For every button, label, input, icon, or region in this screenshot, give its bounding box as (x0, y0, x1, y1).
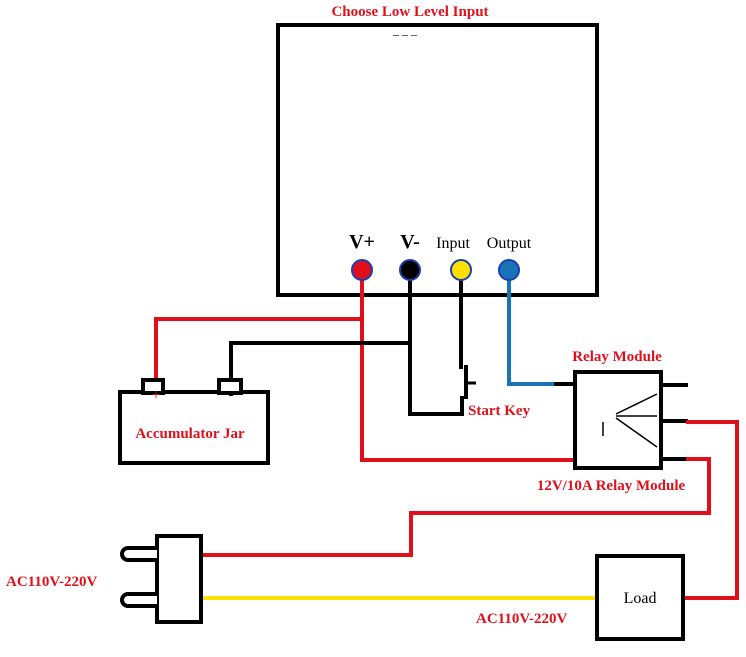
terminal-output-dot (498, 259, 520, 281)
terminal-input-dot (450, 259, 472, 281)
load-supply-label: AC110V-220V (476, 611, 568, 627)
plug-prong-top (120, 546, 157, 562)
load-box (595, 554, 685, 641)
ac-plug (155, 534, 203, 624)
display-dashes: _ _ _ (392, 23, 418, 37)
terminal-vminus-label: V- (400, 231, 420, 253)
relay-contact-upper (615, 393, 658, 415)
controller-box (276, 23, 599, 297)
relay-contact-lower (615, 417, 658, 448)
wire-relay-to-load (681, 420, 739, 600)
start-key-label: Start Key (468, 403, 531, 419)
load-label: Load (624, 590, 657, 607)
terminal-vplus-dot (351, 259, 373, 281)
battery-body (118, 390, 270, 465)
battery-plus-label: + (151, 387, 160, 404)
plug-prong-bottom (120, 592, 157, 608)
wire-vminus-to-battery (229, 268, 412, 387)
terminal-input-label: Input (436, 235, 470, 252)
terminal-output-label: Output (487, 235, 532, 252)
wire-vminus-to-key (408, 341, 464, 416)
wire-output-to-relay (507, 268, 558, 386)
battery-minus-label: - (228, 386, 233, 403)
terminal-vminus-dot (399, 259, 421, 281)
terminal-vplus-label: V+ (349, 231, 375, 253)
battery-label: Accumulator Jar (135, 426, 245, 442)
battery-minus-terminal (217, 378, 243, 395)
battery-plus-terminal (141, 378, 165, 395)
controller-title: Choose Low Level Input (331, 4, 488, 20)
wire-vplus-to-battery (154, 268, 364, 387)
relay-bottom-label: 12V/10A Relay Module (537, 478, 686, 494)
plug-voltage-label: AC110V-220V (6, 574, 98, 590)
wire-vplus-to-relay (360, 317, 576, 462)
wire-relay-to-plug (199, 457, 711, 557)
relay-top-label: Relay Module (572, 349, 662, 365)
